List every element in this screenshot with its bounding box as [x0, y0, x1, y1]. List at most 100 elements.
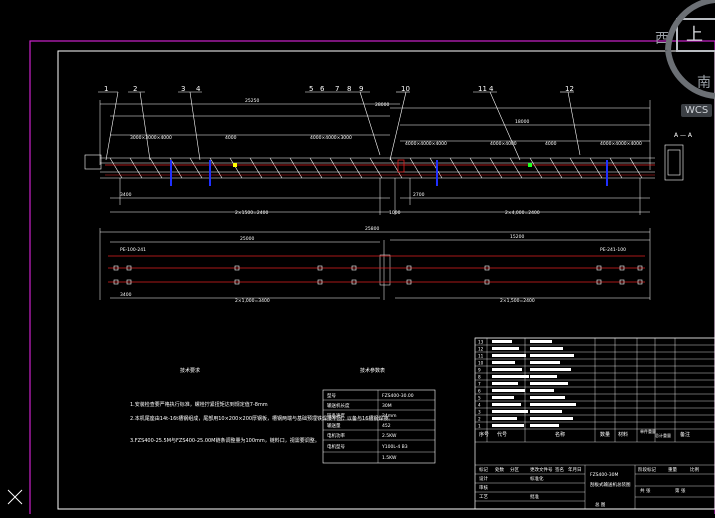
svg-text:工艺: 工艺 [479, 494, 488, 500]
parts-row-name [530, 417, 573, 420]
parts-row-number: 11 [478, 354, 484, 359]
parts-row-number: 12 [478, 347, 484, 352]
svg-text:代号: 代号 [497, 431, 507, 438]
svg-text:分区: 分区 [510, 466, 519, 473]
dim-top-4: 3000×3000×4000 [130, 135, 172, 141]
drawing-name: 刮板式输送机总装图 [590, 481, 631, 488]
strut [609, 157, 623, 179]
tech-req-2: 2.本机尾座由14t-16t槽钢组成，尾部用10×200×200厚钢板，槽钢两端… [130, 415, 393, 422]
dim-top-8: 4000×4000 [490, 141, 517, 147]
parts-row-code [492, 396, 514, 399]
dim-bot-2: 2×1500=2400 [235, 210, 268, 216]
svg-text:30M: 30M [382, 403, 392, 409]
parts-row-code [492, 354, 526, 357]
strut [449, 157, 463, 179]
svg-text:1.5KW: 1.5KW [382, 455, 397, 461]
svg-text:序号: 序号 [479, 431, 489, 438]
svg-text:年月日: 年月日 [568, 466, 582, 473]
dim-top-5: 4000 [225, 135, 237, 141]
balloon-4: 4 [196, 85, 201, 93]
svg-text:总计重量: 总计重量 [655, 432, 671, 438]
wcs-menu-button[interactable]: WCS [681, 104, 713, 117]
svg-text:型号: 型号 [327, 392, 336, 399]
strut [509, 157, 523, 179]
parts-row-number: 2 [478, 417, 481, 422]
strut [629, 157, 643, 179]
parts-row-number: 4 [478, 403, 481, 408]
dim-top-2: 28000 [375, 102, 389, 108]
dim-top-6: 4000×4000×3000 [310, 135, 352, 141]
parts-row-name [530, 375, 557, 378]
plan-dim-3: 2×1,500=2400 [500, 298, 535, 304]
viewcube-top-face[interactable]: 上 [676, 18, 715, 52]
parts-row-code [492, 340, 512, 343]
svg-text:452: 452 [382, 423, 391, 429]
svg-text:24mm: 24mm [382, 413, 397, 419]
strut [289, 157, 303, 179]
svg-text:链条速度: 链条速度 [327, 412, 345, 419]
parts-row-name [530, 340, 552, 343]
parts-row-number: 7 [478, 382, 481, 387]
parts-row-code [492, 389, 525, 392]
strut [189, 157, 203, 179]
parts-row-code [492, 382, 518, 385]
svg-text:签名: 签名 [555, 466, 564, 473]
dim-bot-4: 2700 [413, 192, 425, 198]
parts-row-code [492, 347, 519, 350]
tech-req-3: 3.FZS400-25.5M与FZS400-25.00M链条调整量为100mm，… [130, 437, 320, 444]
balloon-11: 11 [478, 85, 487, 93]
svg-text:材料: 材料 [618, 431, 628, 438]
parts-row-code [492, 424, 524, 427]
strut [249, 157, 263, 179]
balloon-2: 2 [133, 85, 137, 93]
balloon-10: 10 [401, 85, 410, 93]
strut [549, 157, 563, 179]
strut [389, 157, 403, 179]
parts-row-number: 1 [478, 424, 481, 429]
svg-text:更改文件号: 更改文件号 [530, 466, 553, 473]
parts-row-code [492, 375, 529, 378]
viewcube-west-label[interactable]: 西 [655, 31, 669, 47]
svg-text:审核: 审核 [479, 484, 488, 491]
strut [269, 157, 283, 179]
svg-text:比例: 比例 [690, 466, 699, 473]
parts-row-code [492, 417, 517, 420]
dim-top-7: 4000×4000×4000 [405, 141, 447, 147]
dim-top-3: 18000 [515, 119, 529, 125]
parts-row-name [530, 424, 559, 427]
sheet-border [29, 40, 715, 518]
viewcube-south-label[interactable]: 南 [697, 75, 711, 91]
svg-text:输送机长度: 输送机长度 [327, 402, 350, 409]
svg-text:共 张: 共 张 [640, 487, 651, 494]
balloon-1: 1 [104, 85, 108, 93]
parts-row-code [492, 368, 522, 371]
svg-text:重量: 重量 [668, 466, 677, 473]
section-label: A — A [674, 132, 693, 139]
svg-text:标准化: 标准化 [530, 475, 544, 482]
balloon-8: 8 [347, 85, 351, 93]
svg-text:设计: 设计 [479, 475, 488, 482]
parts-row-name [530, 368, 571, 371]
parts-row-number: 5 [478, 396, 481, 401]
parts-row-number: 8 [478, 375, 481, 380]
drawing-frame [57, 50, 715, 510]
svg-text:电机功率: 电机功率 [327, 432, 345, 439]
parts-row-number: 10 [478, 361, 484, 366]
plan-label-4: 25000 [240, 236, 254, 242]
strut [349, 157, 363, 179]
plan-dim-2: 2×1,000=3400 [235, 298, 270, 304]
svg-text:处数: 处数 [495, 466, 504, 473]
strut [129, 157, 143, 179]
strut [229, 157, 243, 179]
tech-params-title: 技术参数表 [360, 367, 385, 374]
strut [309, 157, 323, 179]
strut [529, 157, 543, 179]
strut [569, 157, 583, 179]
balloon-3: 3 [181, 85, 185, 93]
svg-text:输送量: 输送量 [327, 422, 341, 429]
strut [209, 157, 223, 179]
parts-row-name [530, 361, 560, 364]
svg-text:FZS400-30.00: FZS400-30.00 [382, 393, 414, 399]
